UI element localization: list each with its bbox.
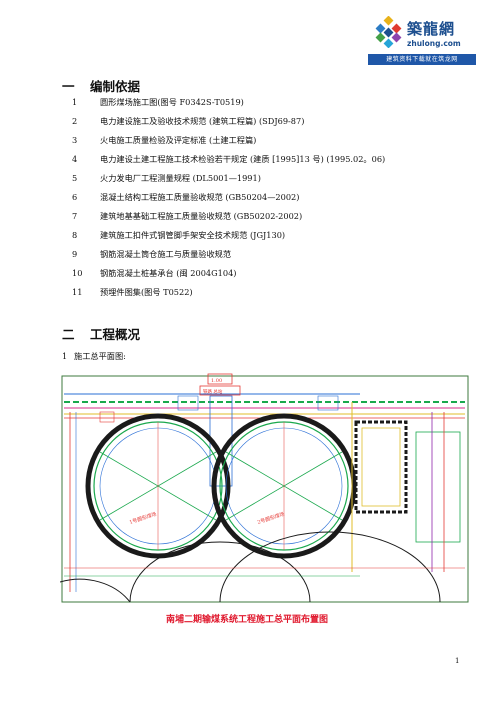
site-plan-drawing: 1.00 铁路 总站 1号圆形煤场 2号圆形煤场 (60, 372, 470, 634)
reference-item: 4 电力建设土建工程施工技术检验若干规定 (建质 [1995]13 号) (199… (72, 153, 385, 165)
reference-item: 5 火力发电厂工程测量规程 (DL5001—1991) (72, 172, 261, 184)
reference-number: 3 (72, 135, 78, 145)
subsection-number: 1 (62, 351, 68, 361)
section1-title: 编制依据 (90, 79, 141, 94)
zhulong-logo: 築龍網 zhulong.com 建筑资料下载就在筑龙网 (366, 10, 478, 68)
reference-text: 火力发电厂工程测量规程 (DL5001—1991) (100, 173, 261, 183)
reference-text: 预埋件图集(图号 T0522) (100, 287, 193, 297)
reference-number: 4 (72, 154, 78, 164)
reference-item: 6 混凝土结构工程施工质量验收规范 (GB50204—2002) (72, 191, 299, 203)
reference-text: 混凝土结构工程施工质量验收规范 (GB50204—2002) (100, 192, 300, 202)
reference-item: 10 钢筋混凝土桩基承台 (闽 2004G104) (72, 267, 236, 279)
reference-number: 6 (72, 192, 78, 202)
reference-item: 1 圆形煤场施工图(图号 F0342S-T0519) (72, 96, 244, 108)
plan-top-label-2: 铁路 总站 (203, 388, 223, 395)
logo-mark-icon (375, 16, 402, 48)
plan-caption: 南埔二期输煤系统工程施工总平面布置图 (166, 615, 329, 625)
logo-name: 築龍網 (407, 20, 456, 38)
reference-text: 建筑地基基础工程施工质量验收规范 (GB50202-2002) (100, 211, 303, 221)
reference-text: 钢筋混凝土筒仓施工与质量验收规范 (100, 249, 232, 259)
reference-number: 10 (72, 268, 83, 278)
reference-text: 圆形煤场施工图(图号 F0342S-T0519) (100, 97, 244, 107)
section2-number: 二 (62, 327, 75, 342)
reference-text: 电力建设土建工程施工技术检验若干规定 (建质 [1995]13 号) (1995… (100, 154, 386, 164)
section2-title: 工程概况 (90, 327, 141, 342)
reference-item: 11 预埋件图集(图号 T0522) (72, 286, 193, 298)
reference-number: 5 (72, 173, 78, 183)
section2-heading: 二工程概况 (62, 324, 140, 343)
subsection-item: 1 施工总平面图: (62, 350, 126, 362)
reference-number: 9 (72, 249, 78, 259)
page-number: 1 (455, 657, 460, 665)
reference-item: 8 建筑施工扣件式钢管脚手架安全技术规范 (JGJ130) (72, 229, 285, 241)
reference-item: 2 电力建设施工及验收技术规范 (建筑工程篇) (SDJ69-87) (72, 115, 304, 127)
section1-number: 一 (62, 79, 75, 94)
reference-text: 钢筋混凝土桩基承台 (闽 2004G104) (100, 268, 237, 278)
section1-heading: 一编制依据 (62, 76, 140, 95)
reference-text: 电力建设施工及验收技术规范 (建筑工程篇) (SDJ69-87) (100, 116, 305, 126)
reference-number: 1 (72, 97, 78, 107)
reference-number: 7 (72, 211, 78, 221)
logo-url: zhulong.com (407, 39, 461, 48)
reference-number: 11 (72, 287, 83, 297)
reference-number: 2 (72, 116, 78, 126)
subsection-text: 施工总平面图: (74, 351, 126, 361)
reference-item: 3 火电施工质量检验及评定标准 (土建工程篇) (72, 134, 256, 146)
reference-number: 8 (72, 230, 78, 240)
logo-banner: 建筑资料下载就在筑龙网 (368, 54, 476, 65)
reference-item: 7 建筑地基基础工程施工质量验收规范 (GB50202-2002) (72, 210, 302, 222)
reference-text: 火电施工质量检验及评定标准 (土建工程篇) (100, 135, 257, 145)
reference-text: 建筑施工扣件式钢管脚手架安全技术规范 (JGJ130) (100, 230, 286, 240)
plan-top-label: 1.00 (211, 378, 222, 384)
reference-item: 9 钢筋混凝土筒仓施工与质量验收规范 (72, 248, 231, 260)
